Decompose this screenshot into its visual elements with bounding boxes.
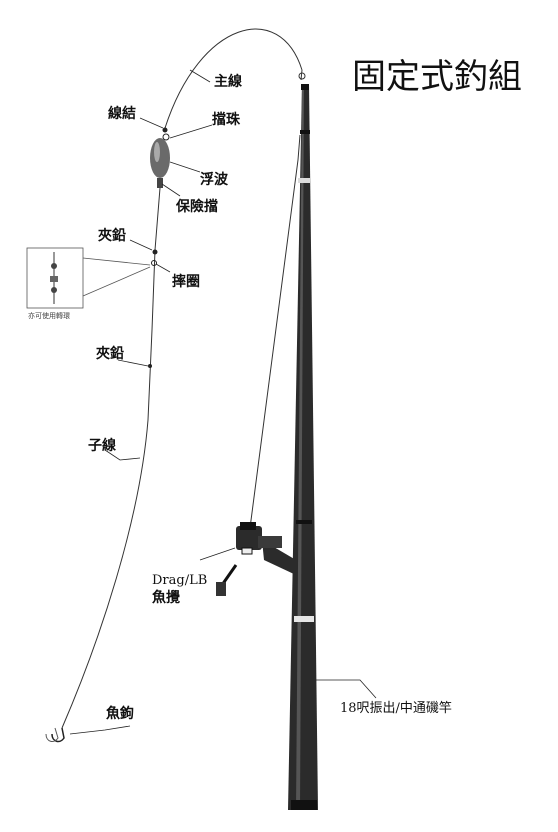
stopper-bead-label: 擋珠 [212, 111, 241, 128]
float-label: 浮波 [200, 171, 229, 188]
hook-label: 魚鉤 [106, 705, 134, 722]
reel-label: 魚攪 [152, 589, 180, 606]
split-shot-1-mark [152, 249, 158, 255]
main-line-leader [189, 69, 211, 83]
inset-note: 亦可使用轉環 [28, 311, 70, 320]
hook-mark [51, 727, 65, 743]
float [150, 138, 170, 188]
leader-line-label: 子線 [88, 437, 116, 454]
split-shot-2-leader [117, 359, 149, 367]
hook-leader [69, 725, 131, 735]
float-leader [169, 161, 201, 173]
inset-box [26, 247, 151, 309]
reel-line [249, 134, 301, 529]
split-shot-1-leader [129, 239, 153, 251]
line-knot-mark [162, 127, 168, 133]
reel [216, 522, 296, 596]
main-line-path [164, 28, 303, 129]
swivel-ring-label: 摔圈 [172, 273, 200, 290]
tip-guide [298, 72, 306, 80]
swivel-leader [155, 263, 171, 273]
leader-line-leader [104, 449, 141, 461]
line-knot-leader [139, 117, 164, 129]
rod-label: 18呎振出/中通磯竿 [340, 700, 452, 716]
diagram-title: 固定式釣組 [352, 57, 522, 97]
tip-line [300, 69, 303, 81]
line-knot-label: 線結 [108, 105, 136, 122]
main-line-label: 主線 [214, 73, 242, 90]
drag-lb-label: Drag/LB [152, 573, 207, 588]
reel-leader [199, 547, 236, 561]
swivel-mark [151, 260, 157, 266]
split-shot-1-label: 夾鉛 [98, 227, 126, 244]
rod-leader [316, 679, 377, 699]
safety-stopper-leader [161, 183, 181, 197]
split-shot-2-label: 夾鉛 [96, 345, 124, 362]
hook-mark-2 [45, 727, 59, 742]
rod [288, 84, 318, 810]
safety-stopper-label: 保險擋 [175, 198, 218, 215]
stopper-bead-mark [162, 133, 170, 141]
stopper-bead-leader [169, 124, 213, 139]
split-shot-2-mark [148, 364, 152, 368]
leader-line-path [61, 187, 161, 729]
